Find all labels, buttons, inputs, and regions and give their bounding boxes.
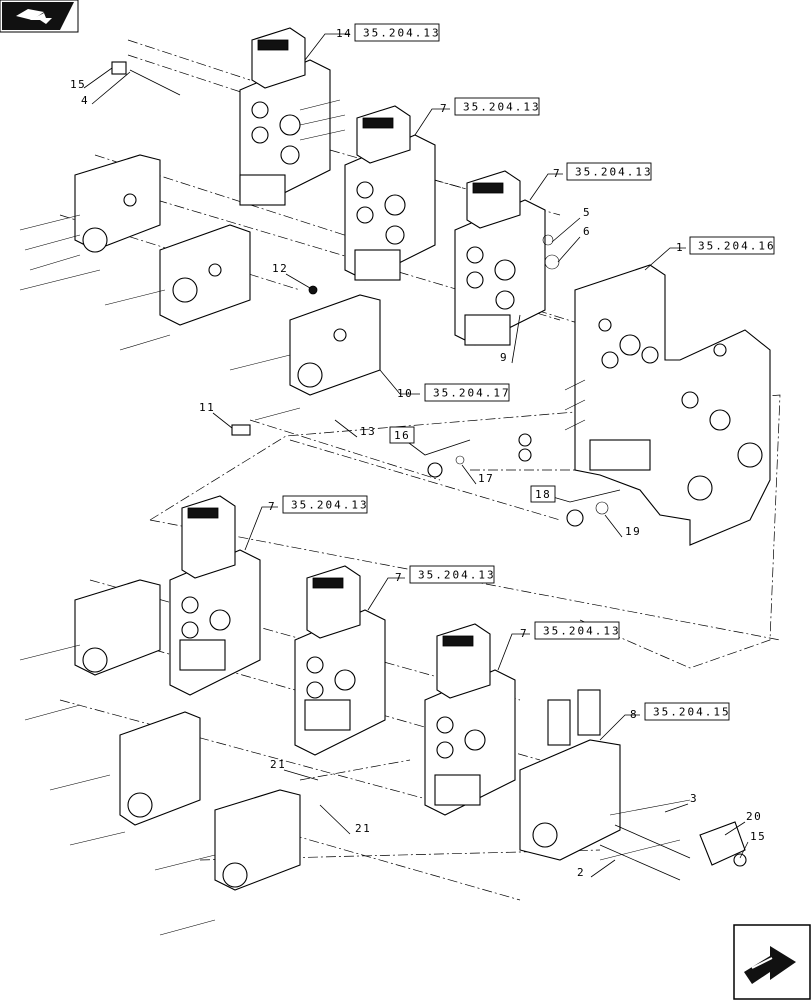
- forward-arrow-icon: [744, 946, 796, 984]
- valve-section-7-e: [424, 623, 516, 816]
- part-number-11-6: 11: [199, 401, 215, 414]
- nav-back-button[interactable]: [0, 0, 79, 33]
- valve-section-14: [239, 27, 346, 206]
- end-cover-8: [519, 689, 747, 867]
- plug-16: [427, 455, 465, 478]
- callout-14-0: 14 35.204.13: [336, 23, 441, 42]
- reference-code[interactable]: 35.204.13: [543, 625, 621, 638]
- valve-section-7-b: [454, 170, 560, 346]
- nav-forward-button[interactable]: [733, 924, 811, 1000]
- valve-section-7-d: [294, 565, 386, 756]
- reference-code[interactable]: 35.204.17: [433, 387, 511, 400]
- part-number-3-12: 3: [690, 792, 698, 805]
- label-box: [389, 426, 415, 444]
- part-number-20-13: 20: [746, 810, 762, 823]
- plug-18: [566, 501, 609, 527]
- reference-code[interactable]: 35.204.13: [463, 101, 541, 114]
- callout-7-1: 7 35.204.13: [440, 97, 541, 116]
- callout-number: 7: [520, 627, 528, 640]
- label-box: [530, 485, 556, 503]
- callout-number: 7: [440, 102, 448, 115]
- part-number-13-7: 13: [360, 425, 376, 438]
- reference-box[interactable]: [282, 495, 368, 514]
- tie-rods: [111, 61, 691, 881]
- callout-number: 10: [397, 387, 413, 400]
- reference-box[interactable]: [424, 383, 510, 402]
- part-number-9-5: 9: [500, 351, 508, 364]
- reference-code[interactable]: 35.204.13: [291, 499, 369, 512]
- part-number-15-14: 15: [750, 830, 766, 843]
- part-number-21-11: 21: [355, 822, 371, 835]
- callout-number: 7: [553, 167, 561, 180]
- reference-code[interactable]: 35.204.16: [698, 240, 776, 253]
- part-number-5-2: 5: [583, 206, 591, 219]
- boxed-label-16: 16: [389, 426, 415, 444]
- reference-code[interactable]: 35.204.13: [363, 27, 441, 40]
- inlet-body-1: [518, 264, 771, 546]
- valve-section-7-c: [169, 495, 261, 696]
- label-number: 18: [535, 488, 551, 501]
- part-number-21-10: 21: [270, 758, 286, 771]
- callout-8-8: 8 35.204.15: [630, 702, 731, 721]
- part-number-2-15: 2: [577, 866, 585, 879]
- callout-number: 1: [676, 241, 684, 254]
- callout-number: 7: [268, 500, 276, 513]
- reference-box[interactable]: [409, 565, 495, 584]
- callout-7-2: 7 35.204.13: [553, 162, 653, 181]
- part-number-15-0: 15: [70, 78, 86, 91]
- reference-box[interactable]: [354, 23, 440, 42]
- reference-code[interactable]: 35.204.13: [575, 166, 653, 179]
- reference-code[interactable]: 35.204.13: [418, 569, 496, 582]
- callout-7-5: 7 35.204.13: [268, 495, 369, 514]
- reference-box[interactable]: [454, 97, 540, 116]
- reference-box[interactable]: [644, 702, 730, 721]
- callout-7-7: 7 35.204.13: [520, 621, 621, 640]
- valve-section-7-a: [344, 105, 436, 281]
- part-number-12-4: 12: [272, 262, 288, 275]
- reference-box[interactable]: [689, 236, 775, 255]
- part-number-17-8: 17: [478, 472, 494, 485]
- callout-1-3: 1 35.204.16: [676, 236, 776, 255]
- label-number: 16: [394, 429, 410, 442]
- book-arrow-icon: [16, 9, 52, 24]
- boxed-label-18: 18: [530, 485, 556, 503]
- port-flange-10: [229, 285, 381, 436]
- part-number-19-9: 19: [625, 525, 641, 538]
- callout-number: 8: [630, 708, 638, 721]
- reference-box[interactable]: [566, 162, 652, 181]
- reference-code[interactable]: 35.204.15: [653, 706, 731, 719]
- reference-box[interactable]: [534, 621, 620, 640]
- port-flange-upper-1: [19, 154, 161, 271]
- callout-10-4: 10 35.204.17: [397, 383, 511, 402]
- port-flange-lower-3: [154, 789, 301, 936]
- callout-number: 14: [336, 27, 352, 40]
- port-flange-upper-2: [19, 224, 251, 351]
- port-flange-lower-1: [19, 579, 161, 721]
- callout-7-6: 7 35.204.13: [395, 565, 496, 584]
- callout-layer: 14 35.204.13 7 35.204.13 7 35.204.13 1 35.204.1…: [268, 23, 776, 721]
- part-number-6-3: 6: [583, 225, 591, 238]
- part-number-4-1: 4: [81, 94, 89, 107]
- callout-number: 7: [395, 571, 403, 584]
- port-flange-lower-2: [49, 711, 201, 846]
